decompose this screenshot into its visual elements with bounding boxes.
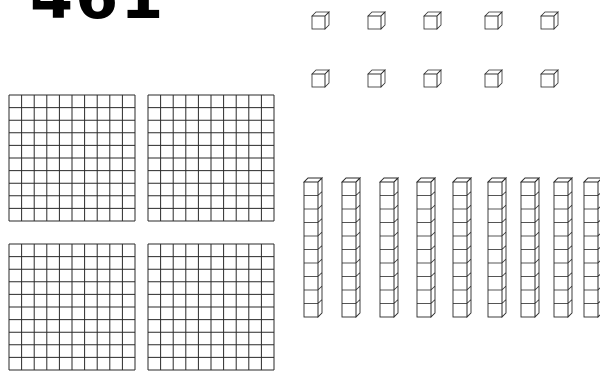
ten-rod <box>380 178 398 317</box>
one-cube <box>312 70 329 87</box>
one-cube <box>312 12 329 29</box>
one-cube <box>485 12 502 29</box>
ten-rod <box>304 178 322 317</box>
one-cube <box>368 12 385 29</box>
one-cube <box>424 12 441 29</box>
hundred-flat <box>9 95 135 221</box>
one-cube <box>485 70 502 87</box>
hundred-flat <box>9 244 135 370</box>
one-cube <box>541 70 558 87</box>
ten-rod <box>453 178 471 317</box>
hundreds-flats-group <box>9 95 274 370</box>
hundred-flat <box>148 95 274 221</box>
ten-rod <box>488 178 506 317</box>
tens-rods-group <box>304 178 600 317</box>
hundred-flat <box>148 244 274 370</box>
ones-cubes-group <box>312 12 558 87</box>
ten-rod <box>554 178 572 317</box>
ten-rod <box>521 178 539 317</box>
ten-rod <box>342 178 360 317</box>
ten-rod <box>417 178 435 317</box>
ten-rod <box>584 178 600 317</box>
one-cube <box>368 70 385 87</box>
one-cube <box>424 70 441 87</box>
one-cube <box>541 12 558 29</box>
